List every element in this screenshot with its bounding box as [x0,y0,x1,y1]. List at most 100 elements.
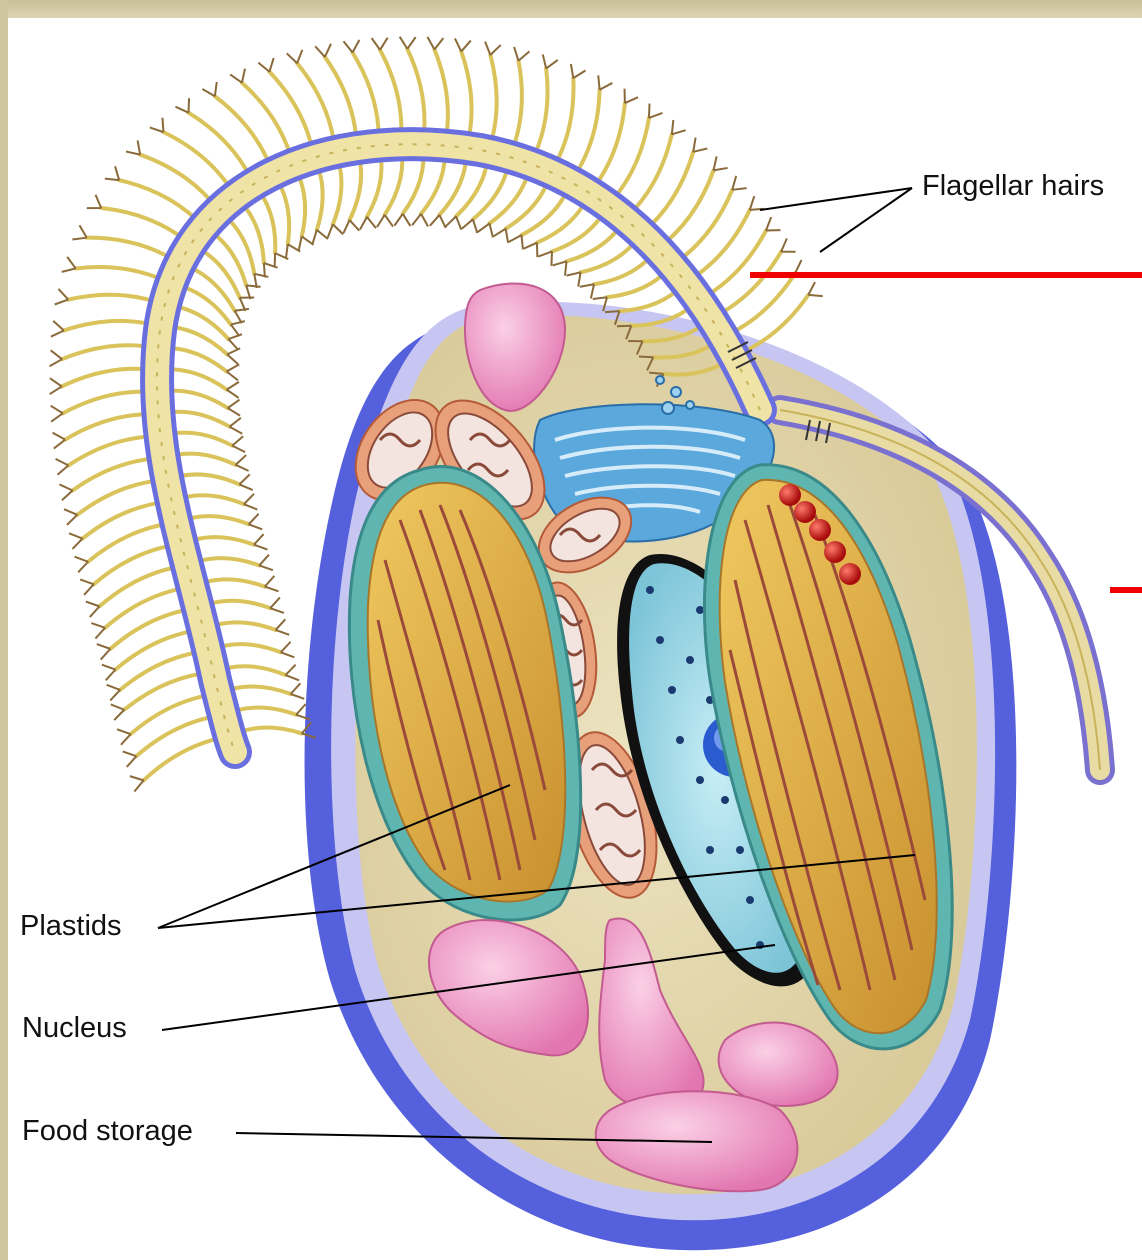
flagellar-hair-tip [693,138,707,152]
flagellar-hair-tip [524,243,538,257]
nuclear-pore [686,656,694,664]
flagellar-hair-tip [239,474,252,490]
flagellar-hair-tip [732,176,746,190]
flagellar-hair-tip [328,224,344,237]
nuclear-pore [668,686,676,694]
flagellar-hair-tip [230,69,245,83]
flagellar-hair-tip [514,47,529,61]
flagellar-hair-tip [286,665,299,681]
flagellar-hair-tip [258,58,273,72]
flagellar-hair-tip [51,406,63,422]
flagellar-hair-tip [412,214,428,227]
flagellar-hair-tip [649,104,663,118]
flagellar-hair-tip [202,82,216,96]
flagellar-hair-tip [276,619,290,635]
flagellar-hair-tip [244,494,257,510]
flagellar-hair-tip [598,75,612,89]
flagellar-hair-tip [485,42,501,55]
flagellar-hair-tip [808,282,822,296]
flagellar-hair-tip [130,776,144,791]
flagellar-hair-tip [281,642,295,658]
flagellar-hair-tip [249,514,263,530]
flagellar-hair-tip [265,576,279,591]
flagellar-hair-tip [750,196,764,210]
flagellar-hair-tip [50,350,63,366]
flagellar-hair-tip [56,459,69,475]
flagellar-hair-tip [427,37,443,50]
flagellar-hair-tip [111,704,124,720]
flagellar-hair-tip [291,683,305,699]
flagellar-hair-tip [259,555,273,571]
flagellar-hair-tip [227,382,239,398]
flagellar-hair-tip [86,602,100,618]
flagellar-hair-tip [455,38,471,51]
flagellar-hair-tip [430,215,446,228]
flagellar-hair-tip [87,195,101,208]
flagellar-hair-tip [59,484,72,500]
flagellar-hair-tip [571,64,586,78]
flagellar-hair-tip [343,40,359,53]
flagellar-hair-tip [254,534,268,550]
flagellar-hair-tip [232,436,245,452]
flagellar-hair-tip [509,235,523,249]
flagellar-hair-tip [343,220,359,233]
flagellar-hair-tip [75,557,89,573]
flagellar-hair-tip [781,238,795,251]
flagellar-hair-tip [543,54,558,68]
flagellar-hair-tip [462,219,477,233]
label-flagellar-hairs: Flagellar hairs [922,170,1104,203]
leader-flagellar-hairs-a [760,188,912,210]
flagellar-hair-tip [377,215,393,227]
flagellar-hair-tip [372,38,388,50]
flagellar-hair-tip [713,156,727,170]
flagellar-hair-tip [478,223,493,237]
flagellar-hair-tip [91,623,105,638]
label-food-storage: Food storage [22,1115,193,1148]
flagellar-hair-tip [553,261,567,275]
flagellar-hair-tip [62,257,76,272]
flagellar-hair-tip [69,533,82,549]
nuclear-pore [696,606,704,614]
flagellar-hair-tip [227,348,240,364]
flagellar-hair-tip [102,665,116,681]
flagellar-hair-tip [287,50,303,63]
flagellar-hair-tip [117,729,131,745]
flagellar-hair-tip [227,364,240,380]
flagellar-hair-tip [313,230,328,244]
flagellar-hair-tip [228,400,240,416]
flagellar-hair-tip [672,120,686,134]
flagellar-hair-tip [493,229,508,243]
flagellar-hair-tip [766,217,780,230]
nuclear-pore [721,796,729,804]
flagellar-hair-tip [299,236,314,250]
flagellar-hair-tip [580,284,594,298]
flagellar-hair-tip [126,140,140,154]
flagellar-hair-tip [394,214,410,226]
label-nucleus: Nucleus [22,1012,127,1045]
nuclear-pore [676,736,684,744]
nuclear-pore [646,586,654,594]
flagellar-hair-tip [315,44,331,57]
flagellar-hair-tip [400,37,416,49]
flagellar-hair-tip [795,260,809,274]
flagellar-hair-tip [53,433,66,449]
flagellar-hair-tip [150,118,164,132]
flagellar-hair-tip [123,751,137,766]
flagellar-hair-tip [360,217,376,230]
label-plastids: Plastids [20,910,122,943]
flagellar-hair-tip [625,89,639,103]
flagellar-hair-tip [97,644,111,660]
flagellar-hair-tip [286,244,300,258]
flagellar-hair-tip [72,225,86,239]
flagellar-hair-tip [236,455,249,471]
flagellar-hair-tip [270,597,284,613]
nuclear-pore [706,846,714,854]
flagellar-hair-tip [446,216,462,229]
flagellar-hair-tip [567,272,581,286]
flagellar-hair-tip [228,334,242,350]
flagellar-hair-tip [80,579,94,595]
nuclear-pore [656,636,664,644]
flagellar-hair-tip [51,321,64,337]
flagellar-hair-tip [64,509,77,525]
flagellar-hair-tip [107,685,121,701]
